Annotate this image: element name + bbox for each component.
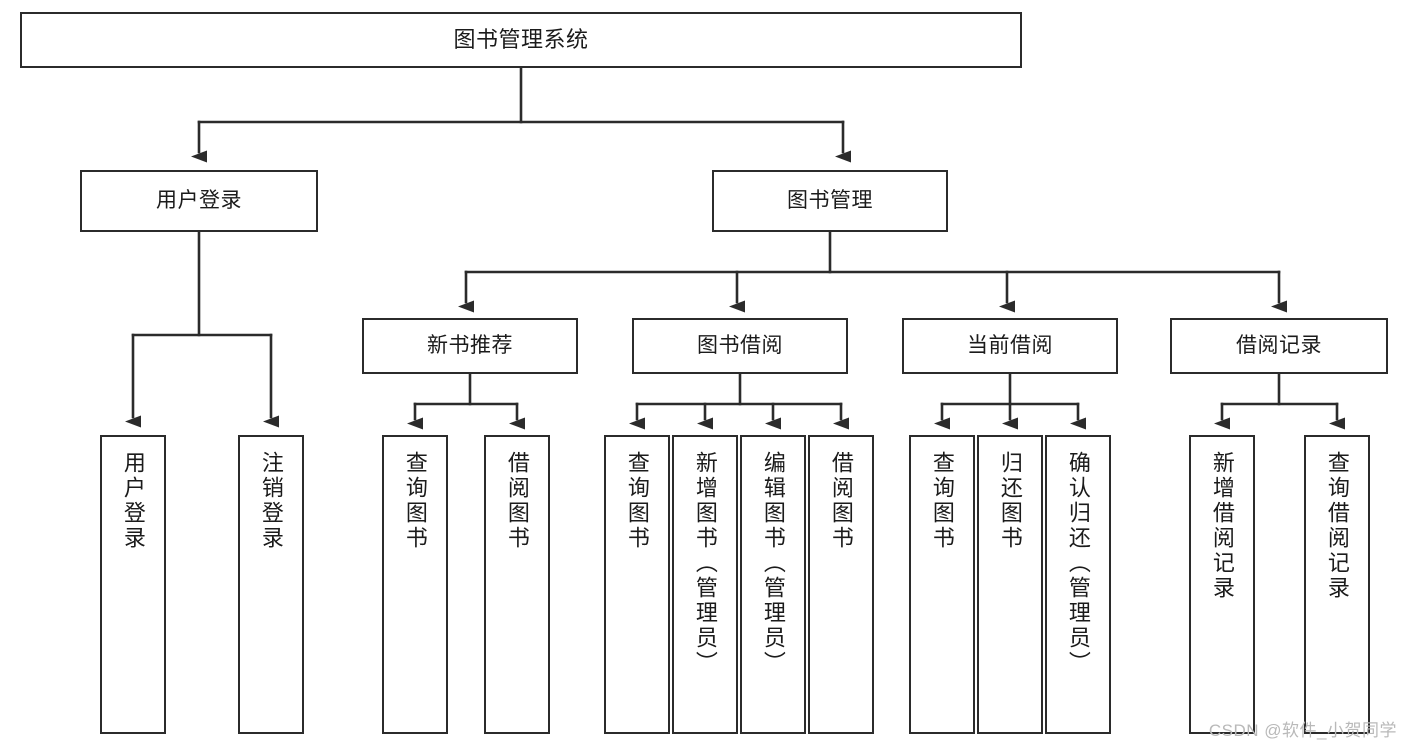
node-leaf-record-add[interactable]: 新增借阅记录: [1189, 435, 1255, 734]
node-label: 注销登录: [258, 451, 284, 551]
node-label: 用户登录: [120, 451, 146, 551]
node-root-system[interactable]: 图书管理系统: [20, 12, 1022, 68]
node-label: 新书推荐: [427, 333, 513, 357]
node-leaf-borrow-query[interactable]: 查询图书: [604, 435, 670, 734]
node-label: 借阅图书: [504, 451, 530, 551]
node-label: 用户登录: [156, 188, 242, 212]
node-label: 借阅图书: [828, 451, 854, 551]
node-label: 图书借阅: [697, 333, 783, 357]
node-label: 查询图书: [402, 451, 428, 551]
node-new-book-recommend[interactable]: 新书推荐: [362, 318, 578, 374]
node-label: 编辑图书（管理员）: [760, 451, 786, 676]
node-label: 新增借阅记录: [1209, 451, 1235, 601]
node-leaf-borrow-add[interactable]: 新增图书（管理员）: [672, 435, 738, 734]
node-label: 归还图书: [997, 451, 1023, 551]
node-label: 当前借阅: [967, 333, 1053, 357]
node-book-manage[interactable]: 图书管理: [712, 170, 948, 232]
node-user-login[interactable]: 用户登录: [80, 170, 318, 232]
node-leaf-recommend-query[interactable]: 查询图书: [382, 435, 448, 734]
node-label: 图书管理: [787, 188, 873, 212]
node-label: 查询图书: [929, 451, 955, 551]
node-borrow-record[interactable]: 借阅记录: [1170, 318, 1388, 374]
node-leaf-current-query[interactable]: 查询图书: [909, 435, 975, 734]
node-leaf-user-login[interactable]: 用户登录: [100, 435, 166, 734]
node-label: 查询借阅记录: [1324, 451, 1350, 601]
node-label: 借阅记录: [1236, 333, 1322, 357]
node-label: 查询图书: [624, 451, 650, 551]
node-leaf-current-confirm[interactable]: 确认归还（管理员）: [1045, 435, 1111, 734]
node-leaf-record-query[interactable]: 查询借阅记录: [1304, 435, 1370, 734]
node-label: 图书管理系统: [453, 27, 589, 53]
node-leaf-user-logout[interactable]: 注销登录: [238, 435, 304, 734]
node-leaf-borrow-lend[interactable]: 借阅图书: [808, 435, 874, 734]
node-label: 新增图书（管理员）: [692, 451, 718, 676]
node-label: 确认归还（管理员）: [1065, 451, 1091, 676]
node-leaf-current-return[interactable]: 归还图书: [977, 435, 1043, 734]
node-leaf-borrow-edit[interactable]: 编辑图书（管理员）: [740, 435, 806, 734]
node-leaf-recommend-borrow[interactable]: 借阅图书: [484, 435, 550, 734]
node-current-borrow[interactable]: 当前借阅: [902, 318, 1118, 374]
node-book-borrow[interactable]: 图书借阅: [632, 318, 848, 374]
